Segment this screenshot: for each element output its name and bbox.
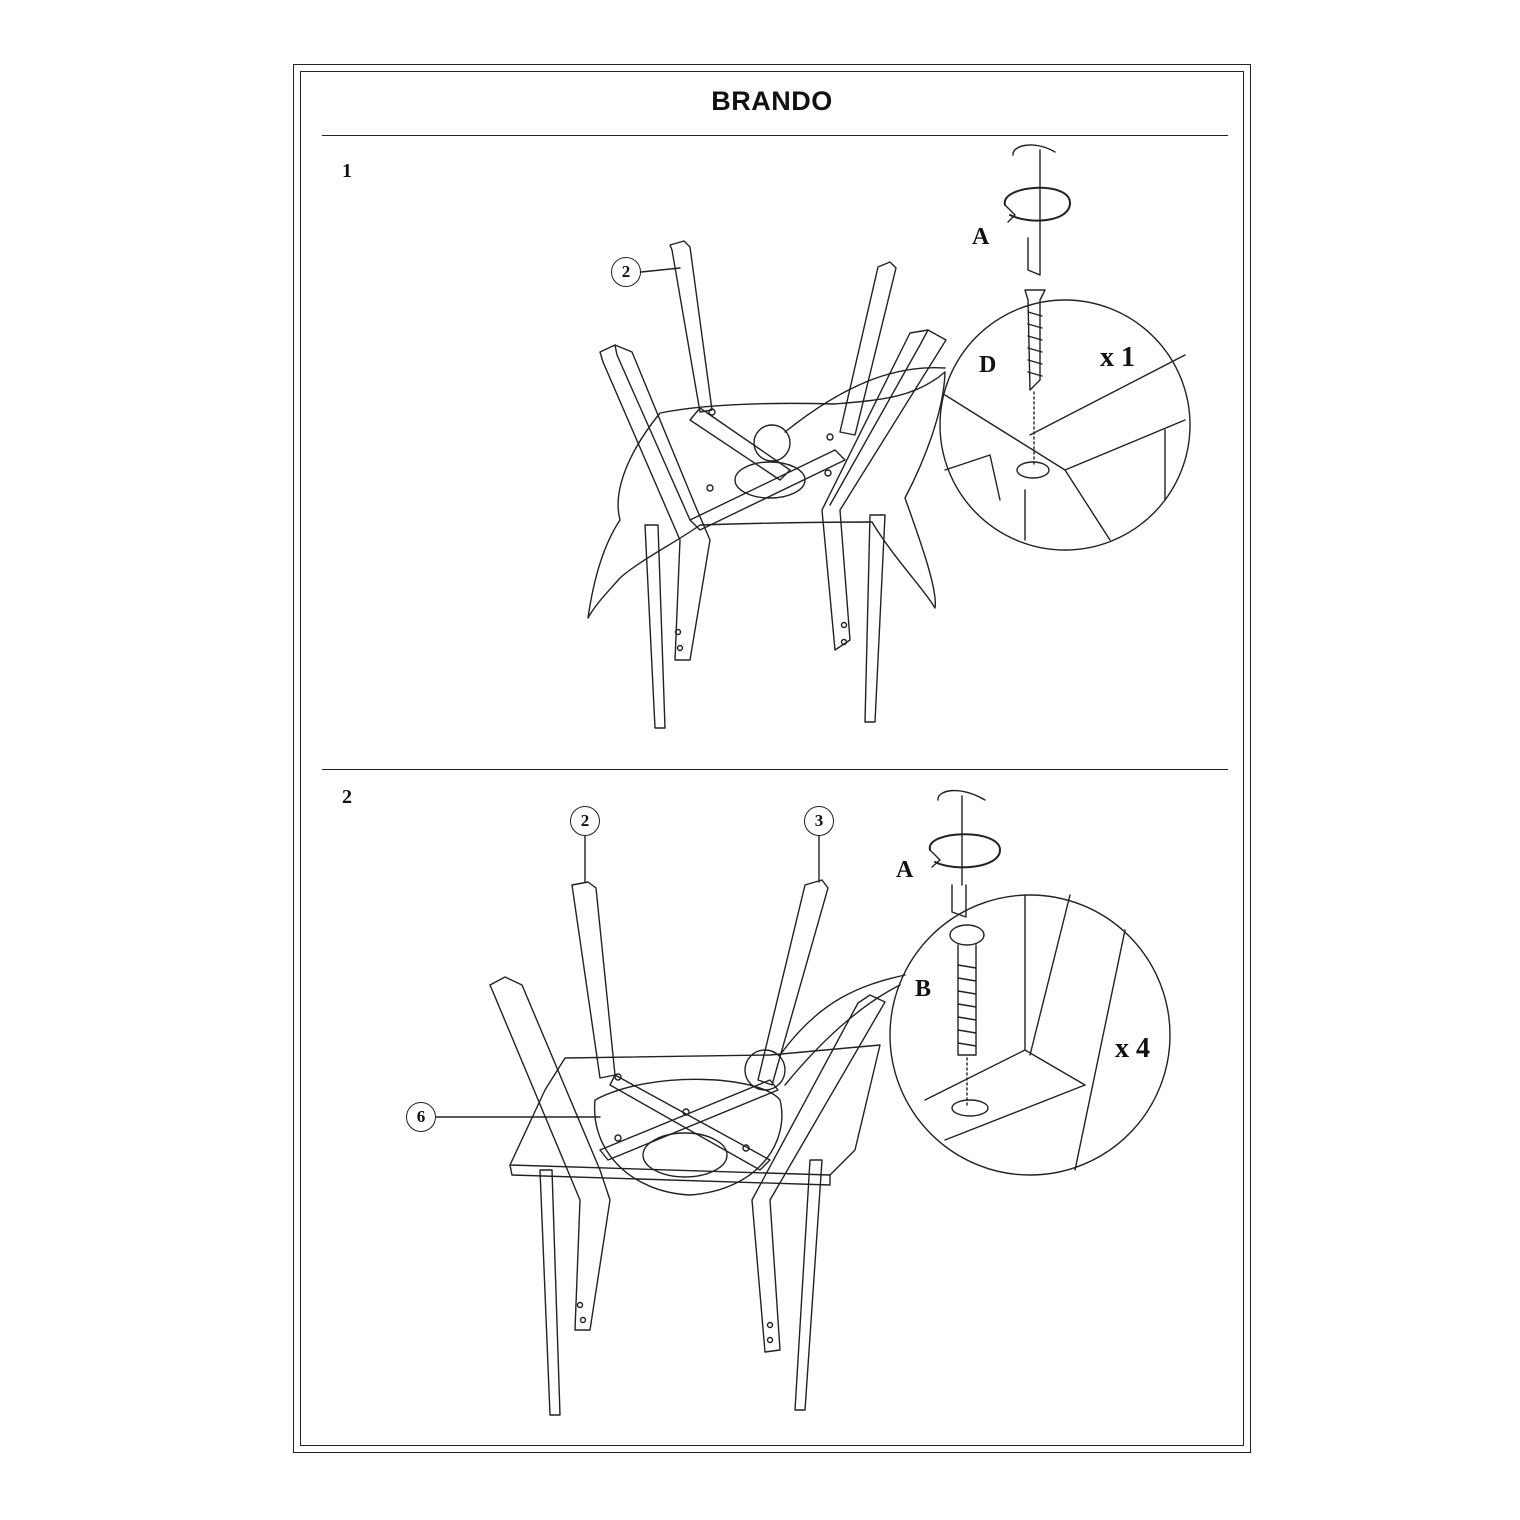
- lower-leg-4: [795, 1160, 822, 1410]
- lower-leg-3: [540, 1170, 560, 1415]
- seat-cushion: [588, 372, 945, 618]
- lower-leg-1: [645, 525, 665, 728]
- front-left-leg: [600, 345, 710, 660]
- back-left-leg: [670, 241, 712, 412]
- front-left-leg-2: [490, 977, 610, 1330]
- cross-rail-1: [610, 1075, 770, 1170]
- detail-locator-1: [754, 425, 790, 461]
- detail-locator-2: [745, 1050, 785, 1090]
- seat-underside: [595, 1079, 782, 1195]
- step-1-tool-label: A: [972, 224, 990, 250]
- bracket-hole-1: [735, 462, 805, 498]
- bracket-hole-2: [643, 1133, 727, 1177]
- step-2-number: 2: [342, 786, 352, 808]
- step-2-callout-part-6: 6: [406, 1102, 436, 1132]
- step-divider: [322, 769, 1228, 770]
- screw-d: [1025, 290, 1045, 390]
- step-2-tool-label: A: [896, 857, 914, 883]
- cross-rail-2: [600, 1080, 778, 1160]
- step-1-number: 1: [342, 160, 352, 182]
- document-title: BRANDO: [711, 86, 833, 116]
- seat-rail-front: [690, 450, 845, 530]
- back-right-leg: [840, 262, 896, 435]
- front-right-leg-2: [752, 995, 885, 1352]
- front-left-leg-edge: [615, 345, 690, 520]
- back-leg-part-3: [758, 880, 828, 1085]
- step-2-hardware-label: B: [915, 976, 932, 1002]
- step-2-callout-part-3: 3: [804, 806, 834, 836]
- page-border-inner: [300, 71, 1244, 1446]
- seat-rail-left: [690, 408, 790, 480]
- back-leg-part-2: [572, 882, 615, 1078]
- hex-key-a-2: [938, 791, 985, 917]
- hex-key-a-1: [1013, 145, 1055, 275]
- page-border-outer: [293, 64, 1251, 1453]
- bolt-b-head: [950, 925, 984, 945]
- front-right-leg: [822, 330, 946, 650]
- front-right-leg-edge: [830, 330, 928, 505]
- step-1-callout-part-2: 2: [611, 257, 641, 287]
- detail-circle-1: [940, 300, 1190, 550]
- step-1-hardware-label: D: [979, 352, 997, 378]
- title-divider: [322, 135, 1228, 136]
- detail-circle-2: [890, 895, 1170, 1175]
- step-2-quantity: x 4: [1115, 1033, 1150, 1064]
- step-2-callout-part-2: 2: [570, 806, 600, 836]
- lower-leg-2: [865, 515, 885, 722]
- step-1-quantity: x 1: [1100, 342, 1135, 373]
